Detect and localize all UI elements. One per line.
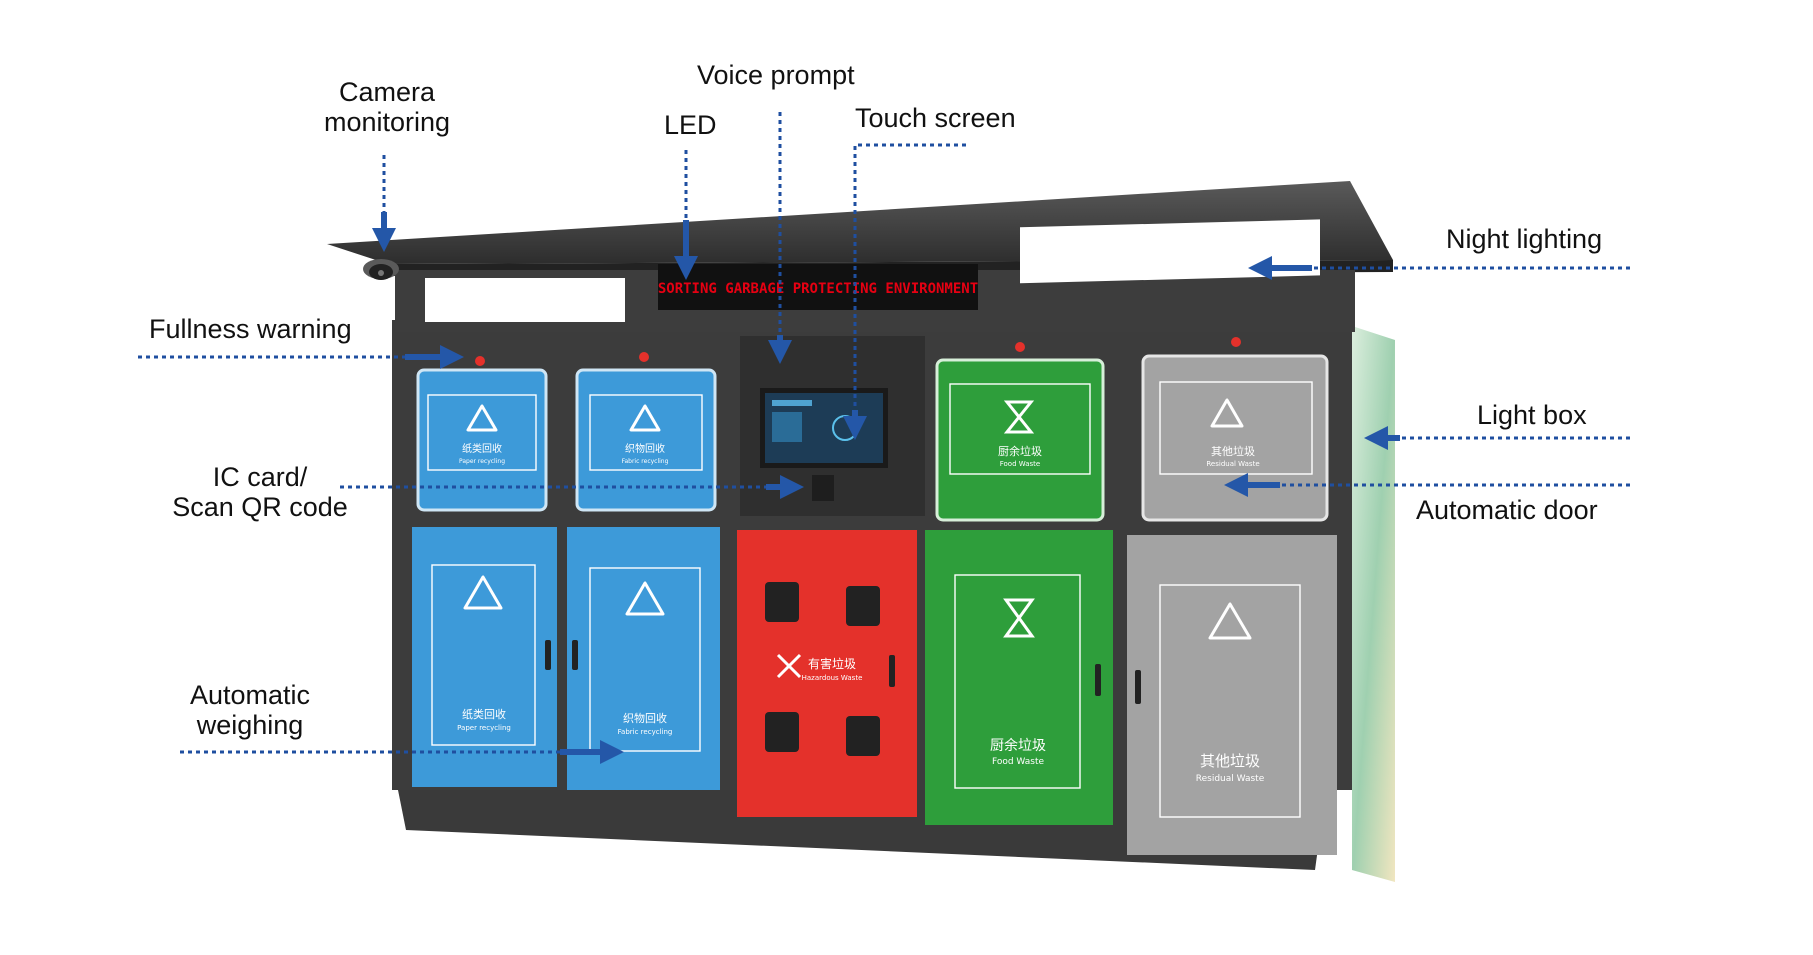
food-lower-door bbox=[925, 530, 1113, 825]
led-text: SORTING GARBAGE PROTECTING ENVIRONMENT bbox=[658, 281, 978, 297]
callout-ic-line2: Scan QR code bbox=[172, 492, 348, 522]
hazard-zh: 有害垃圾 bbox=[808, 656, 856, 671]
food-en: Food Waste bbox=[1000, 460, 1040, 468]
callout-camera-line2: monitoring bbox=[323, 107, 451, 137]
led-sign bbox=[658, 264, 978, 310]
callout-lightbox: Light box bbox=[1477, 400, 1587, 430]
lower-doors bbox=[412, 527, 1337, 855]
residual-zh: 其他垃圾 bbox=[1211, 444, 1255, 458]
callout-camera: Camera monitoring bbox=[315, 77, 459, 137]
warning-light bbox=[639, 352, 649, 362]
callout-weighing-line2: weighing bbox=[196, 710, 304, 740]
residual-upper-door bbox=[1141, 354, 1329, 522]
qr-reader-icon bbox=[812, 475, 834, 501]
callout-camera-line1: Camera bbox=[338, 77, 436, 107]
paper-lower-door bbox=[412, 527, 557, 787]
light-box-side bbox=[1352, 326, 1395, 882]
camera-icon bbox=[363, 259, 399, 280]
food-zh: 厨余垃圾 bbox=[998, 444, 1042, 458]
recycle-icon bbox=[463, 398, 1252, 640]
paper-lower-zh: 纸类回收 bbox=[462, 707, 506, 721]
callout-touch: Touch screen bbox=[855, 103, 1016, 133]
fabric-en: Fabric recycling bbox=[622, 458, 669, 465]
fabric-lower-door bbox=[567, 527, 720, 790]
callout-lines bbox=[138, 112, 1630, 754]
food-upper-door bbox=[935, 358, 1105, 522]
callout-voice: Voice prompt bbox=[697, 60, 855, 90]
fabric-lower-zh: 织物回收 bbox=[623, 711, 667, 725]
callout-night: Night lighting bbox=[1446, 224, 1603, 254]
food-lower-zh: 厨余垃圾 bbox=[990, 737, 1046, 754]
hazard-en: Hazardous Waste bbox=[802, 674, 863, 682]
warning-light bbox=[1015, 342, 1025, 352]
paper-en: Paper recycling bbox=[459, 458, 505, 465]
night-light-left bbox=[425, 278, 625, 322]
callout-weighing-line1: Automatic bbox=[189, 680, 311, 710]
night-light-right bbox=[1020, 219, 1320, 284]
callout-autodoor: Automatic door bbox=[1416, 495, 1598, 525]
callout-ic: IC card/ Scan QR code bbox=[160, 462, 360, 522]
fabric-lower-en: Fabric recycling bbox=[618, 728, 673, 736]
paper-lower-en: Paper recycling bbox=[457, 724, 511, 732]
paper-zh: 纸类回收 bbox=[462, 442, 502, 455]
hazard-icon bbox=[776, 653, 802, 679]
fabric-upper-door bbox=[575, 368, 717, 512]
callout-arrows bbox=[372, 212, 1400, 764]
residual-lower-en: Residual Waste bbox=[1196, 774, 1265, 784]
fabric-zh: 织物回收 bbox=[625, 442, 665, 455]
callout-fullness: Fullness warning bbox=[149, 314, 352, 344]
hourglass-icon bbox=[1003, 400, 1035, 638]
callout-ic-line1: IC card/ bbox=[212, 462, 308, 492]
warning-light bbox=[475, 356, 485, 366]
food-lower-en: Food Waste bbox=[992, 757, 1044, 767]
callout-led: LED bbox=[664, 110, 717, 140]
residual-lower-door bbox=[1127, 535, 1337, 855]
residual-lower-zh: 其他垃圾 bbox=[1200, 752, 1260, 770]
hazard-lower-door bbox=[737, 530, 917, 817]
warning-light bbox=[1231, 337, 1241, 347]
callout-weighing: Automatic weighing bbox=[170, 680, 330, 740]
upper-doors bbox=[416, 336, 1329, 522]
paper-upper-door bbox=[416, 368, 548, 512]
residual-en: Residual Waste bbox=[1206, 460, 1259, 468]
